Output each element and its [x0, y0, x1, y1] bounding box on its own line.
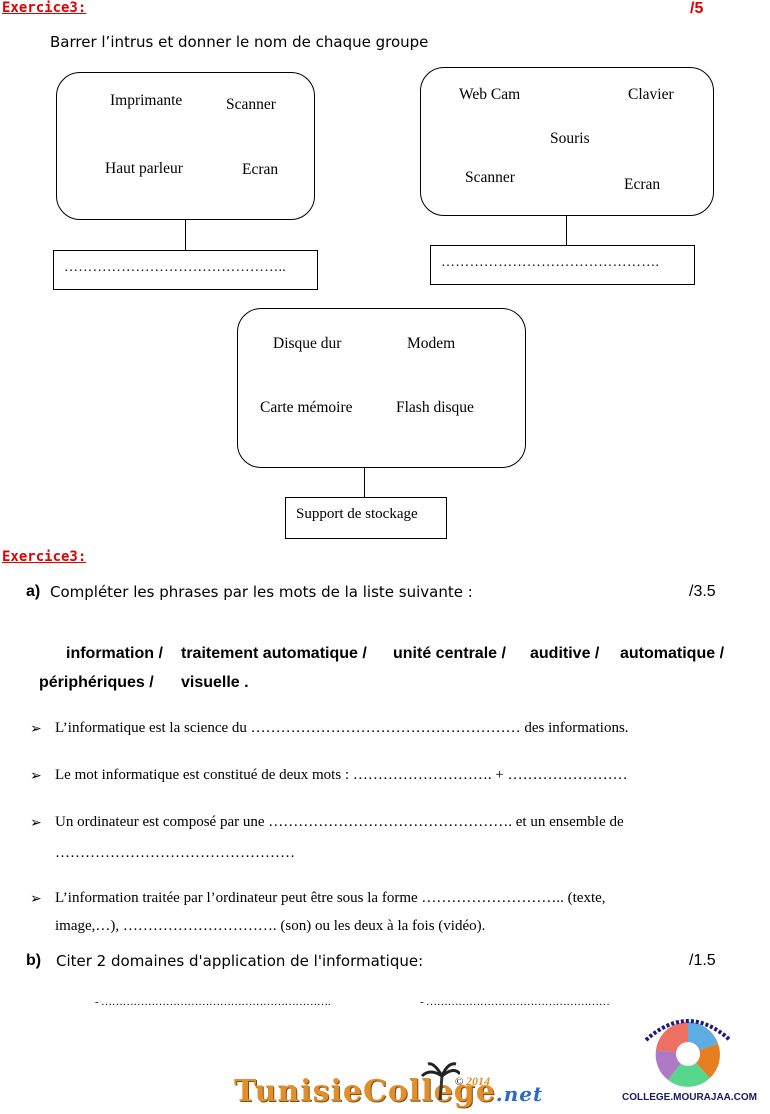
- group-3-answer: Support de stockage: [296, 506, 418, 522]
- arrow-bullet-icon: ➢: [30, 892, 42, 907]
- arrow-bullet-icon: ➢: [30, 816, 42, 831]
- group-1-item[interactable]: Haut parleur: [105, 160, 183, 177]
- part-b-instruction: Citer 2 domaines d'application de l'info…: [56, 952, 424, 970]
- group-2-item[interactable]: Clavier: [628, 86, 674, 103]
- word-list-item: auditive /: [530, 645, 600, 662]
- part-b-score: /1.5: [689, 952, 716, 969]
- group-3-item[interactable]: Carte mémoire: [260, 399, 353, 416]
- exercise-2-title: Exercice3:: [2, 549, 87, 565]
- group-2-box[interactable]: [420, 67, 714, 216]
- site-logo[interactable]: TunisieCollege.net: [234, 1074, 543, 1109]
- group-2-answer-box[interactable]: ……………………………………….: [430, 245, 695, 285]
- group-2-item[interactable]: Souris: [550, 130, 590, 147]
- exercise-1-score: /5: [690, 0, 704, 17]
- mourajaa-logo-icon[interactable]: [638, 1010, 738, 1090]
- part-b-answer-2[interactable]: - ……………………………………………: [420, 996, 610, 1008]
- logo-suffix: .net: [495, 1082, 544, 1106]
- group-2-item[interactable]: Web Cam: [459, 86, 521, 103]
- logo-text: TunisieCollege: [234, 1074, 496, 1109]
- group-2-item[interactable]: Ecran: [624, 176, 661, 193]
- group-3-item[interactable]: Disque dur: [273, 335, 342, 352]
- word-list-item: traitement automatique /: [181, 645, 367, 662]
- group-2-answer: ……………………………………….: [441, 255, 660, 270]
- site-url[interactable]: COLLEGE.MOURAJAA.COM: [622, 1092, 757, 1103]
- word-list-item: automatique /: [620, 645, 725, 662]
- exercise-1-title: Exercice3:: [2, 0, 87, 16]
- part-b-answer-1[interactable]: - ……………………………………………………….: [95, 996, 331, 1008]
- word-list-item: périphériques /: [39, 674, 154, 691]
- word-list-item: visuelle .: [181, 674, 249, 691]
- sentence-4-line-1[interactable]: L’information traitée par l’ordinateur p…: [55, 890, 606, 906]
- sentence-2[interactable]: Le mot informatique est constitué de deu…: [55, 767, 628, 783]
- sentence-3-line-2[interactable]: …………………………………………: [55, 845, 295, 861]
- word-list-item: unité centrale /: [393, 645, 506, 662]
- part-a-instruction: Compléter les phrases par les mots de la…: [50, 583, 473, 601]
- connector-line: [566, 215, 567, 245]
- palm-tree-icon: [420, 1062, 460, 1101]
- sentence-3-line-1[interactable]: Un ordinateur est composé par une …………………: [55, 814, 624, 830]
- group-1-answer: ………………………………………..: [64, 260, 287, 275]
- connector-line: [185, 219, 186, 250]
- group-3-answer-box[interactable]: Support de stockage: [285, 497, 447, 539]
- word-list-item: information /: [66, 645, 163, 662]
- group-3-item[interactable]: Modem: [407, 335, 456, 352]
- part-b-label: b): [26, 952, 42, 969]
- logo-year: 2014: [466, 1074, 490, 1088]
- group-1-answer-box[interactable]: ………………………………………..: [53, 250, 318, 290]
- sentence-4-line-2[interactable]: image,…), …………………………. (son) ou les deux …: [55, 918, 486, 934]
- group-3-item[interactable]: Flash disque: [396, 399, 474, 416]
- group-3-box[interactable]: [237, 308, 526, 468]
- sentence-1[interactable]: L’informatique est la science du ……………………: [55, 720, 629, 736]
- exercise-1-instruction: Barrer l’intrus et donner le nom de chaq…: [50, 33, 429, 51]
- group-2-item[interactable]: Scanner: [465, 169, 515, 186]
- copyright-symbol: ©: [455, 1076, 464, 1088]
- group-1-box[interactable]: [56, 72, 315, 220]
- arrow-bullet-icon: ➢: [30, 769, 42, 784]
- connector-line: [364, 467, 365, 497]
- arrow-bullet-icon: ➢: [30, 722, 42, 737]
- group-1-item[interactable]: Scanner: [226, 96, 276, 113]
- group-1-item[interactable]: Imprimante: [110, 92, 183, 109]
- part-a-label: a): [26, 583, 41, 600]
- group-1-item[interactable]: Ecran: [242, 161, 279, 178]
- part-a-score: /3.5: [689, 583, 716, 600]
